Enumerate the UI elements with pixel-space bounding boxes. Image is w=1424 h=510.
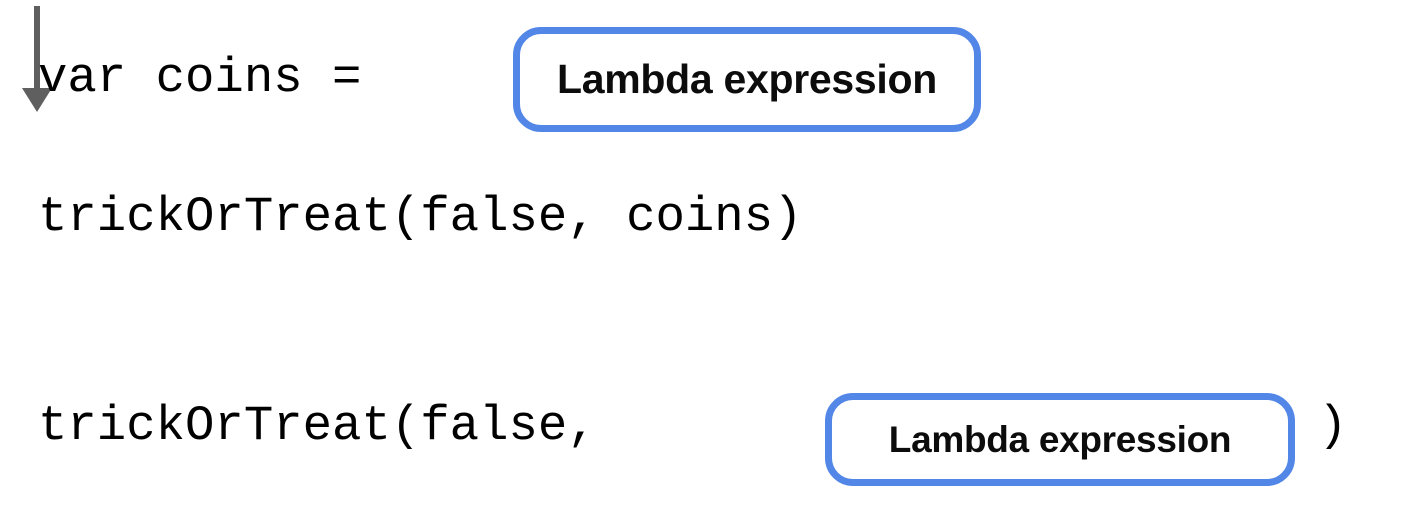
- code-line-call-after-suffix: ): [1318, 398, 1348, 454]
- lambda-expression-chip-bottom-label: Lambda expression: [888, 419, 1232, 460]
- lambda-expression-chip-top-label: Lambda expression: [557, 56, 937, 102]
- lambda-expression-chip-top[interactable]: Lambda expression: [513, 27, 981, 132]
- code-line-call-after-prefix: trickOrTreat(false,: [38, 398, 627, 454]
- lambda-expression-chip-bottom[interactable]: Lambda expression: [825, 393, 1295, 486]
- arrow-down-icon: [0, 0, 1424, 123]
- code-line-declaration: var coins =: [38, 50, 391, 106]
- code-line-call-before: trickOrTreat(false, coins): [38, 189, 803, 245]
